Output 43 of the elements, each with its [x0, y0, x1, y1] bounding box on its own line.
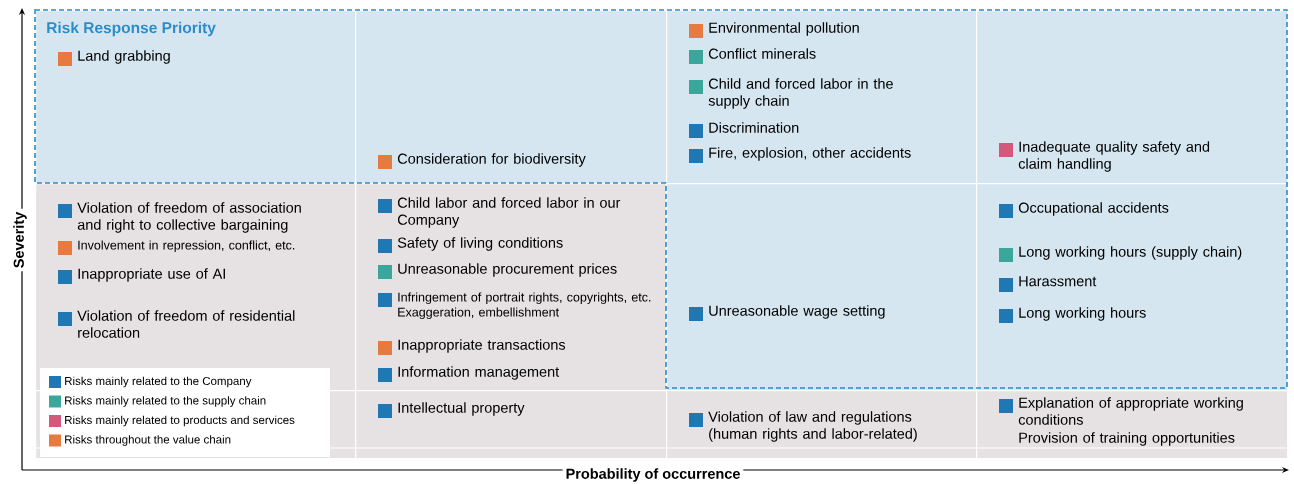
grid-cell	[976, 183, 1289, 392]
legend-text: Risks mainly related to the supply chain	[65, 396, 266, 407]
risk-item: Land grabbing	[58, 50, 170, 66]
risk-item: Fire, explosion, other accidents	[689, 147, 911, 163]
grid-cell	[355, 390, 668, 460]
grid-cell	[355, 10, 668, 185]
risk-item: Environmental pollution	[689, 22, 859, 38]
risk-item: Intellectual property	[378, 402, 525, 418]
risk-item: Inappropriate use of AI	[58, 268, 225, 284]
risk-item: Consideration for biodiversity	[378, 153, 586, 169]
risk-item: Long working hours (supply chain)	[999, 246, 1242, 262]
grid-cell	[976, 10, 1289, 185]
grid-cell	[35, 10, 357, 185]
axis-label: Probability of occurrence	[562, 465, 744, 484]
risk-item: Infringement of portrait rights, copyrights, etc. Exaggeration, embellishment	[378, 292, 651, 320]
risk-item: Violation of freedom of association and right to collective bargaining	[58, 202, 301, 233]
legend-text: Risks mainly related to products and services	[65, 415, 295, 427]
risk-item: Discrimination	[689, 122, 799, 138]
risk-item: Unreasonable procurement prices	[378, 263, 617, 279]
risk-item: Provision of training opportunities	[1019, 432, 1235, 446]
risk-item: Child labor and forced labor in our Company	[378, 197, 621, 228]
risk-item: Unreasonable wage setting	[689, 305, 885, 321]
risk-item: Information management	[378, 366, 560, 382]
region-heading: Risk Response Priority	[47, 21, 216, 37]
risk-item: Inappropriate transactions	[378, 339, 566, 355]
axis-label: Severity	[10, 208, 30, 272]
risk-item: Safety of living conditions	[378, 237, 563, 253]
risk-item: Harassment	[999, 276, 1097, 292]
grid-cell	[666, 183, 978, 392]
risk-item: Occupational accidents	[999, 202, 1169, 218]
grid-cell	[666, 390, 978, 460]
risk-item: Explanation of appropriate working conditions	[999, 397, 1243, 425]
risk-item: Conflict minerals	[689, 48, 816, 64]
legend-text: Risks throughout the value chain	[65, 435, 231, 446]
grid-cell	[666, 10, 978, 185]
risk-item: Violation of law and regulations (human rights and labor-related)	[689, 411, 917, 442]
risk-item: Inadequate quality safety and claim handling	[999, 141, 1210, 172]
risk-item: Involvement in repression, conflict, etc.	[58, 240, 295, 255]
risk-item: Long working hours	[999, 307, 1146, 323]
risk-item: Child and forced labor in the supply chain	[689, 78, 893, 109]
grid-cell	[976, 390, 1289, 460]
legend-text: Risks mainly related to the Company	[65, 376, 252, 388]
risk-item: Violation of freedom of residential relocation	[58, 310, 295, 338]
